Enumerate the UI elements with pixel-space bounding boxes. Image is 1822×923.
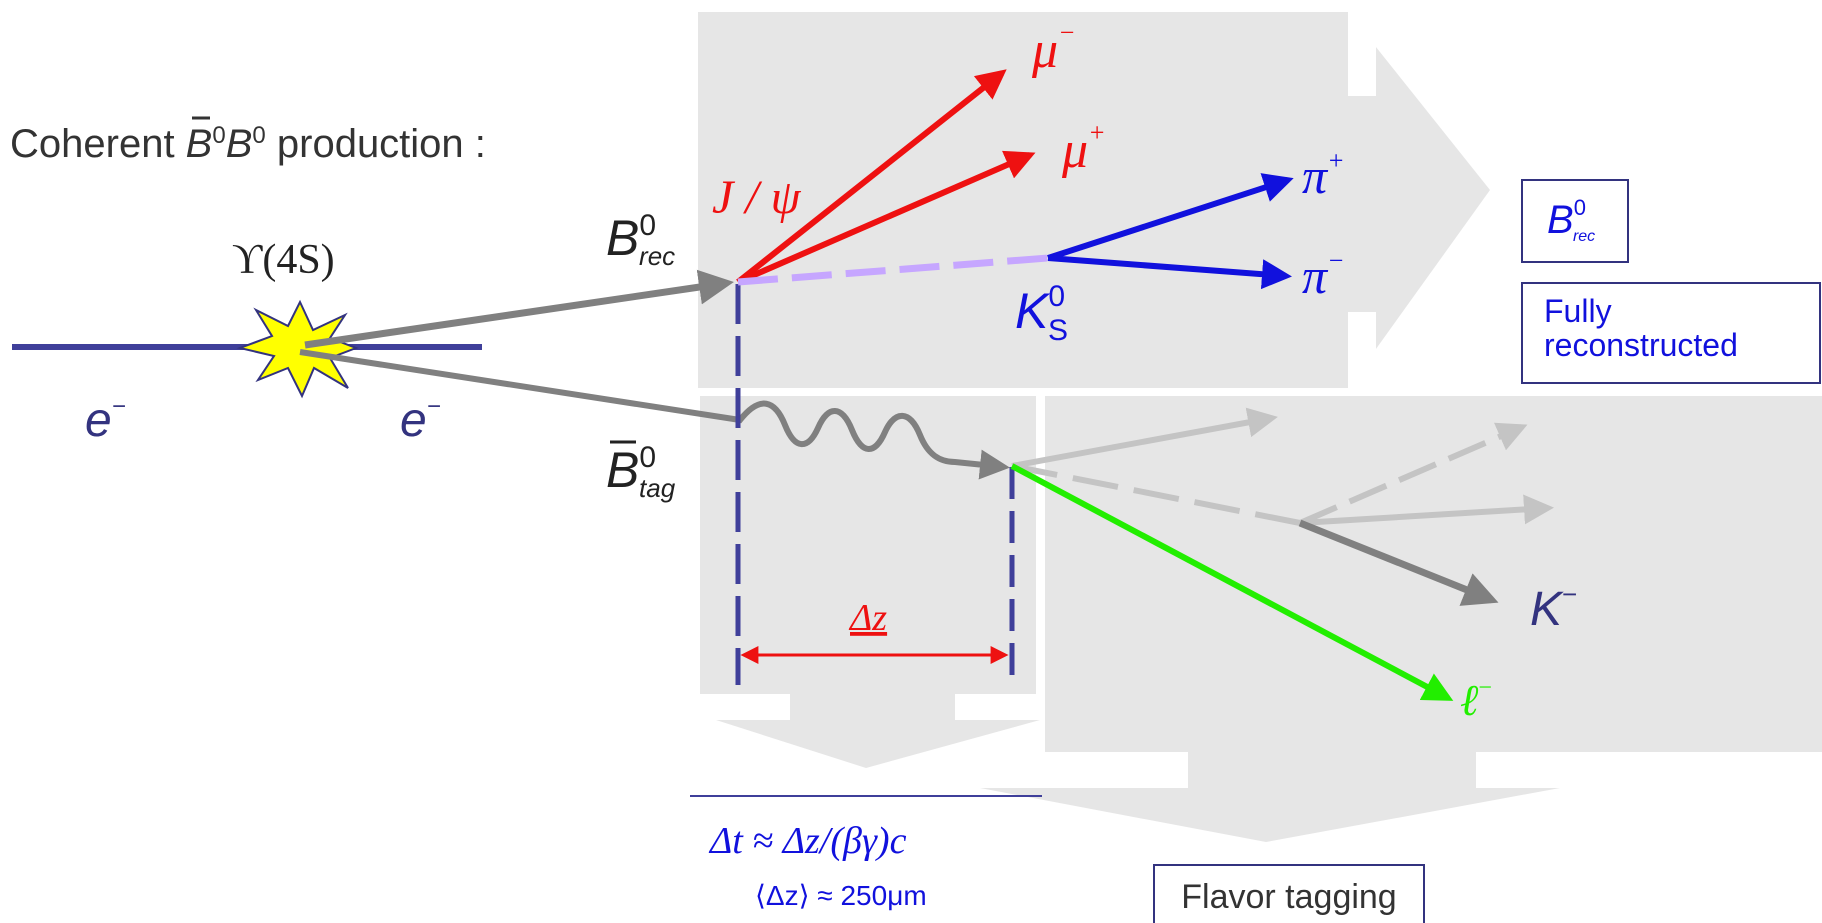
fully-label: Fully — [1544, 293, 1612, 329]
production-label: Coherent B0B0 production : — [10, 122, 486, 166]
dz-average: ⟨Δz⟩ ≈ 250μm — [755, 880, 927, 911]
brec-flight-arrow — [304, 269, 734, 349]
rec-panel-notch-top — [1348, 12, 1376, 96]
collision-star-icon — [236, 299, 359, 399]
dt-formula: Δt ≈ Δz/(βγ)c — [708, 820, 907, 862]
reconstructed-label: reconstructed — [1544, 327, 1738, 363]
kaon-label: K− — [1530, 579, 1577, 636]
electron-right-label: e− — [400, 393, 441, 447]
dz-panel — [700, 396, 1040, 768]
dz-label: Δz — [848, 597, 887, 639]
flavor-tagging-box — [1153, 864, 1425, 923]
jpsi-label: J / ψ — [712, 171, 802, 224]
pi-plus-label: π+ — [1302, 146, 1345, 204]
rec-panel-notch-bottom — [1348, 312, 1376, 388]
pi-plus-track — [1047, 173, 1294, 261]
kaon-track — [1298, 519, 1499, 606]
tag-neutral-dash — [1011, 463, 1301, 526]
lepton-label: ℓ− — [1460, 675, 1492, 725]
mu-plus-label: μ+ — [1061, 118, 1106, 179]
tag-dash-upper — [1298, 422, 1528, 526]
mu-plus-track — [736, 150, 1036, 285]
tag-track-upper — [1011, 407, 1278, 469]
lepton-track — [1010, 463, 1454, 701]
panels — [698, 12, 1822, 842]
flavor-tagging-label: Flavor tagging — [1181, 878, 1396, 916]
mu-minus-label: μ− — [1031, 18, 1076, 79]
tag-track-right — [1299, 494, 1554, 526]
pi-minus-label: π− — [1302, 246, 1345, 304]
upsilon-label: ϒ(4S) — [232, 237, 335, 283]
rec-panel — [698, 12, 1490, 388]
btag-flight-arrow — [299, 349, 1010, 480]
mu-minus-track — [736, 69, 1007, 285]
pi-minus-track — [1047, 255, 1292, 290]
brec-box — [1521, 179, 1629, 263]
tag-panel — [980, 396, 1822, 842]
fully-reconstructed-box — [1521, 282, 1821, 384]
electron-left-label: e− — [85, 393, 126, 447]
